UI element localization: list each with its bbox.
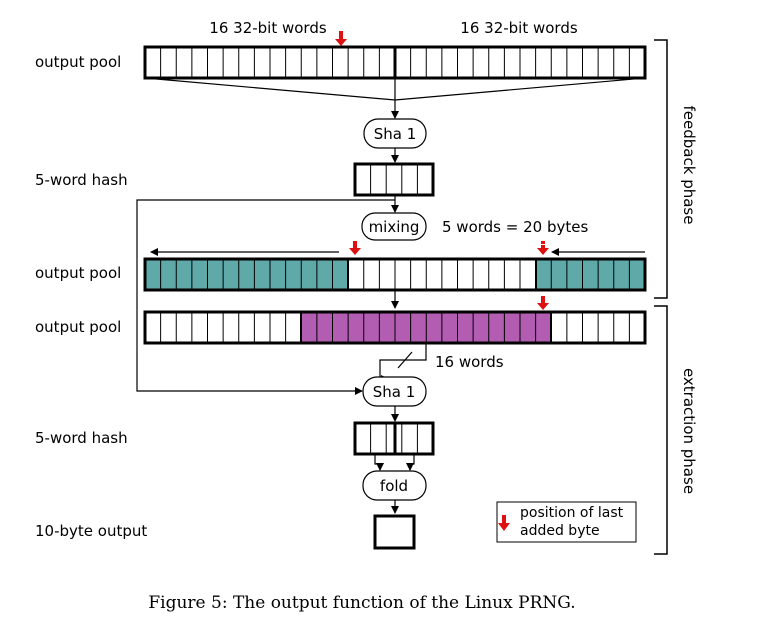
- five-words-label: 5 words = 20 bytes: [442, 218, 588, 236]
- output-pool-bottom: [143, 310, 647, 345]
- row-label-output: 10-byte output: [35, 522, 147, 540]
- row-label-output-pool-1: output pool: [35, 53, 121, 71]
- hash-top: [353, 162, 435, 197]
- feedback-phase-bracket: [654, 39, 668, 299]
- row-label-hash-1: 5-word hash: [35, 171, 128, 189]
- output-pool-top: [143, 45, 647, 80]
- legend: position of last added byte: [496, 501, 637, 543]
- fold-node: fold: [362, 470, 427, 501]
- feedback-phase-label: feedback phase: [680, 106, 698, 225]
- row-label-hash-2: 5-word hash: [35, 429, 128, 447]
- output-pool-middle: [143, 257, 647, 292]
- mixing-label: mixing: [369, 218, 420, 236]
- last-byte-marker-low: [537, 296, 549, 310]
- sixteen-words-path: [379, 343, 427, 383]
- sha1-top-label: Sha 1: [374, 125, 417, 143]
- mixing-node: mixing: [361, 212, 427, 241]
- legend-line-2: added byte: [520, 523, 600, 539]
- sha1-bottom-label: Sha 1: [373, 383, 416, 401]
- sha1-bottom-node: Sha 1: [362, 376, 427, 407]
- fold-arrows: [374, 454, 415, 471]
- ten-byte-output-box: [373, 514, 416, 550]
- sha1-top-node: Sha 1: [363, 118, 427, 149]
- top-left-words-label: 16 32-bit words: [209, 19, 327, 37]
- legend-line-1: position of last: [520, 505, 624, 521]
- extraction-phase-bracket: [654, 305, 668, 555]
- row-label-output-pool-2: output pool: [35, 264, 121, 282]
- figure-caption: Figure 5: The output function of the Lin…: [148, 593, 575, 613]
- fold-label: fold: [380, 477, 408, 495]
- last-byte-marker-mid: [349, 241, 361, 255]
- sixteen-words-label: 16 words: [435, 353, 504, 371]
- feedback-loop-line: [136, 199, 395, 395]
- hash-bottom: [353, 421, 435, 456]
- extraction-phase-label: extraction phase: [680, 368, 698, 494]
- top-right-words-label: 16 32-bit words: [460, 19, 578, 37]
- last-byte-marker-top: [335, 31, 347, 46]
- row-label-output-pool-3: output pool: [35, 318, 121, 336]
- last-byte-marker-mid-dashed: [537, 241, 549, 255]
- funnel-lines: [144, 77, 646, 119]
